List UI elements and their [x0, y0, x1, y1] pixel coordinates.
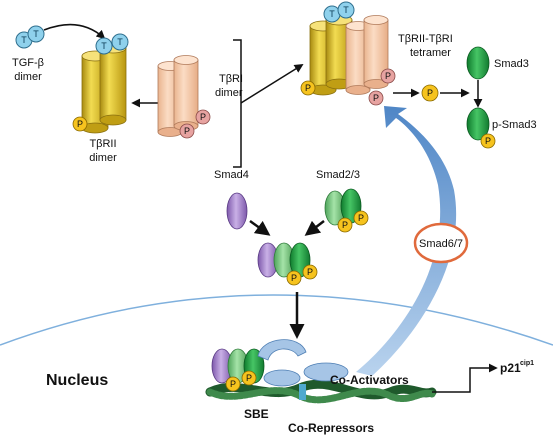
- p21-label: p21: [500, 361, 521, 375]
- phospho-badge: P: [225, 376, 241, 392]
- phospho-badge: P: [241, 370, 257, 386]
- svg-text:P: P: [200, 112, 206, 122]
- smad23-to-complex-arrow: [304, 220, 325, 236]
- ligand-t-badge: T: [21, 35, 27, 45]
- svg-text:P: P: [307, 267, 313, 277]
- tgf-beta-ligand-free: T T: [15, 25, 45, 49]
- svg-text:P: P: [184, 126, 190, 136]
- smad3-protein: [466, 46, 490, 80]
- svg-text:P: P: [291, 273, 297, 283]
- smad3-label: Smad3: [494, 58, 529, 70]
- assembly-arrow: [240, 64, 304, 104]
- co-repressor-protein: [263, 369, 301, 387]
- svg-text:P: P: [385, 71, 391, 81]
- co-activator-shape: [257, 339, 307, 361]
- phospho-badge: P: [337, 217, 353, 233]
- phospho-badge: P: [302, 264, 318, 280]
- svg-text:P: P: [373, 93, 379, 103]
- ligand-t-badge: T: [101, 41, 107, 51]
- ligand-t-badge: T: [33, 29, 39, 39]
- p-smad3-protein: [466, 107, 490, 141]
- sbe-site: [299, 384, 306, 400]
- svg-text:P: P: [305, 83, 311, 93]
- svg-text:P: P: [77, 119, 83, 129]
- assembly-bracket: [233, 39, 242, 168]
- tetramer-sub-label: tetramer: [410, 47, 451, 59]
- tbrii-dimer: [81, 42, 127, 134]
- co-activator-protein: [303, 362, 349, 382]
- sbe-label: SBE: [244, 407, 269, 421]
- phospho-badge: P: [480, 133, 496, 149]
- smad67-inhibition-arrow: [356, 106, 457, 376]
- dna-strand: [205, 379, 437, 404]
- svg-text:P: P: [427, 88, 433, 98]
- nucleus-label: Nucleus: [46, 372, 108, 389]
- svg-text:P: P: [342, 220, 348, 230]
- tbrii-dimer-label: dimer: [89, 152, 117, 164]
- smad67-label: Smad6/7: [419, 238, 463, 250]
- tetramer-label: TβRII-TβRI: [398, 33, 453, 45]
- smad4-label: Smad4: [214, 169, 249, 181]
- free-phosphate: P: [421, 84, 439, 102]
- tgf-beta-label: TGF-β: [12, 57, 44, 69]
- phospho-badge: P: [300, 80, 316, 96]
- tbri-label: TβRI: [219, 73, 243, 85]
- tetramer-ligand: T T: [323, 1, 355, 23]
- tbrii-label: TβRII: [89, 138, 116, 150]
- ligand-t-badge: T: [117, 37, 123, 47]
- smad67-oval: [413, 222, 469, 264]
- ligand-binding-arrow: [43, 23, 106, 40]
- smad23-label: Smad2/3: [316, 169, 360, 181]
- tbrii-bound-ligand: T T: [95, 33, 129, 55]
- transcription-arrow: [432, 363, 498, 393]
- tgf-beta-dimer-label: dimer: [14, 71, 42, 83]
- p-smad3-label: p-Smad3: [492, 119, 537, 131]
- smad-complex: [257, 242, 311, 278]
- svg-text:P: P: [246, 373, 252, 383]
- svg-text:P: P: [358, 213, 364, 223]
- smad4-to-complex-arrow: [249, 219, 271, 236]
- nucleus-membrane: [0, 294, 553, 346]
- ligand-t-badge: T: [343, 5, 349, 15]
- co-repressors-label: Co-Repressors: [288, 421, 374, 435]
- p21-superscript: cip1: [520, 360, 534, 367]
- receptor-p-badge: P: [368, 90, 384, 106]
- smad4-protein: [226, 192, 248, 230]
- receptor-p-badge: P: [195, 109, 211, 125]
- tetramer-complex: [309, 14, 389, 96]
- phospho-badge: P: [286, 270, 302, 286]
- svg-text:P: P: [485, 136, 491, 146]
- receptor-p-badge: P: [179, 123, 195, 139]
- svg-text:P: P: [230, 379, 236, 389]
- tbri-dimer-label: dimer: [215, 87, 243, 99]
- ligand-t-badge: T: [329, 9, 335, 19]
- phospho-badge: P: [353, 210, 369, 226]
- receptor-p-badge: P: [380, 68, 396, 84]
- phospho-badge: P: [72, 116, 88, 132]
- tbri-dimer: [157, 55, 199, 137]
- co-activators-label: Co-Activators: [330, 373, 409, 387]
